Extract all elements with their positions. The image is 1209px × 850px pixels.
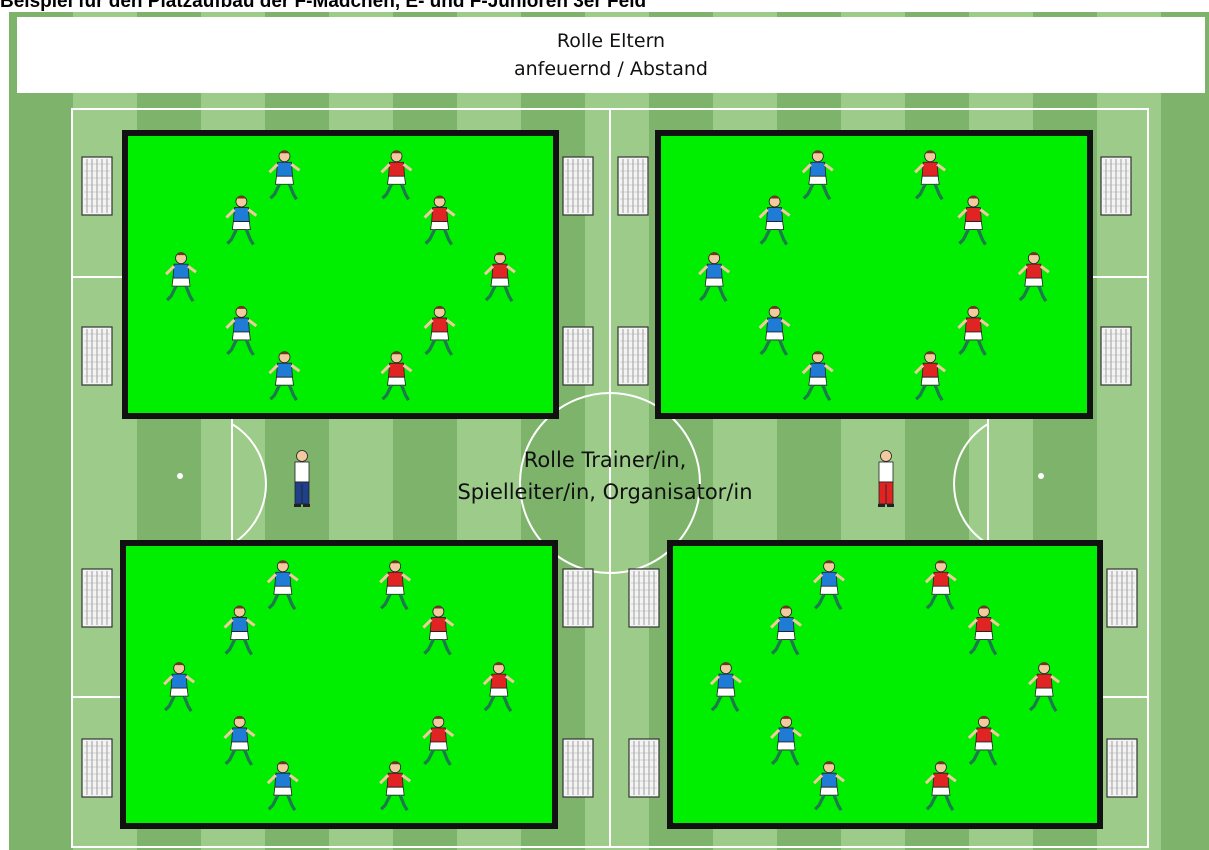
small-field-bottom-left (123, 543, 555, 826)
small-field-bottom-right (670, 543, 1100, 826)
coach-role-line1: Rolle Trainer/in, (400, 444, 810, 476)
left-penalty-spot (177, 473, 183, 479)
coach-role-label: Rolle Trainer/in, Spielleiter/in, Organi… (400, 444, 810, 508)
mini-goal-icon (1107, 569, 1137, 627)
mini-goal-icon (82, 157, 112, 215)
mini-goal-icon (82, 569, 112, 627)
mini-goal-icon (563, 739, 593, 797)
mini-goal-icon (618, 327, 648, 385)
parents-role-title: Rolle Eltern (17, 27, 1205, 55)
mini-goal-icon (618, 157, 648, 215)
mini-goal-icon (82, 739, 112, 797)
mini-goal-icon (1101, 327, 1131, 385)
mini-goal-icon (1101, 157, 1131, 215)
mini-goal-icon (563, 569, 593, 627)
small-field-top-left (125, 133, 556, 416)
mini-goal-icon (629, 739, 659, 797)
parents-role-subtitle: anfeuernd / Abstand (17, 55, 1205, 83)
grass-stripe (585, 12, 649, 850)
mini-goal-icon (82, 327, 112, 385)
small-field-top-right (658, 133, 1090, 416)
mini-goal-icon (563, 327, 593, 385)
right-penalty-spot (1038, 473, 1044, 479)
soccer-pitch (9, 12, 1209, 850)
parents-role-banner: Rolle Eltern anfeuernd / Abstand (17, 17, 1205, 93)
mini-goal-icon (1107, 739, 1137, 797)
mini-goal-icon (629, 569, 659, 627)
grass-stripe (1097, 12, 1161, 850)
mini-goal-icon (563, 157, 593, 215)
coach-role-line2: Spielleiter/in, Organisator/in (400, 476, 810, 508)
